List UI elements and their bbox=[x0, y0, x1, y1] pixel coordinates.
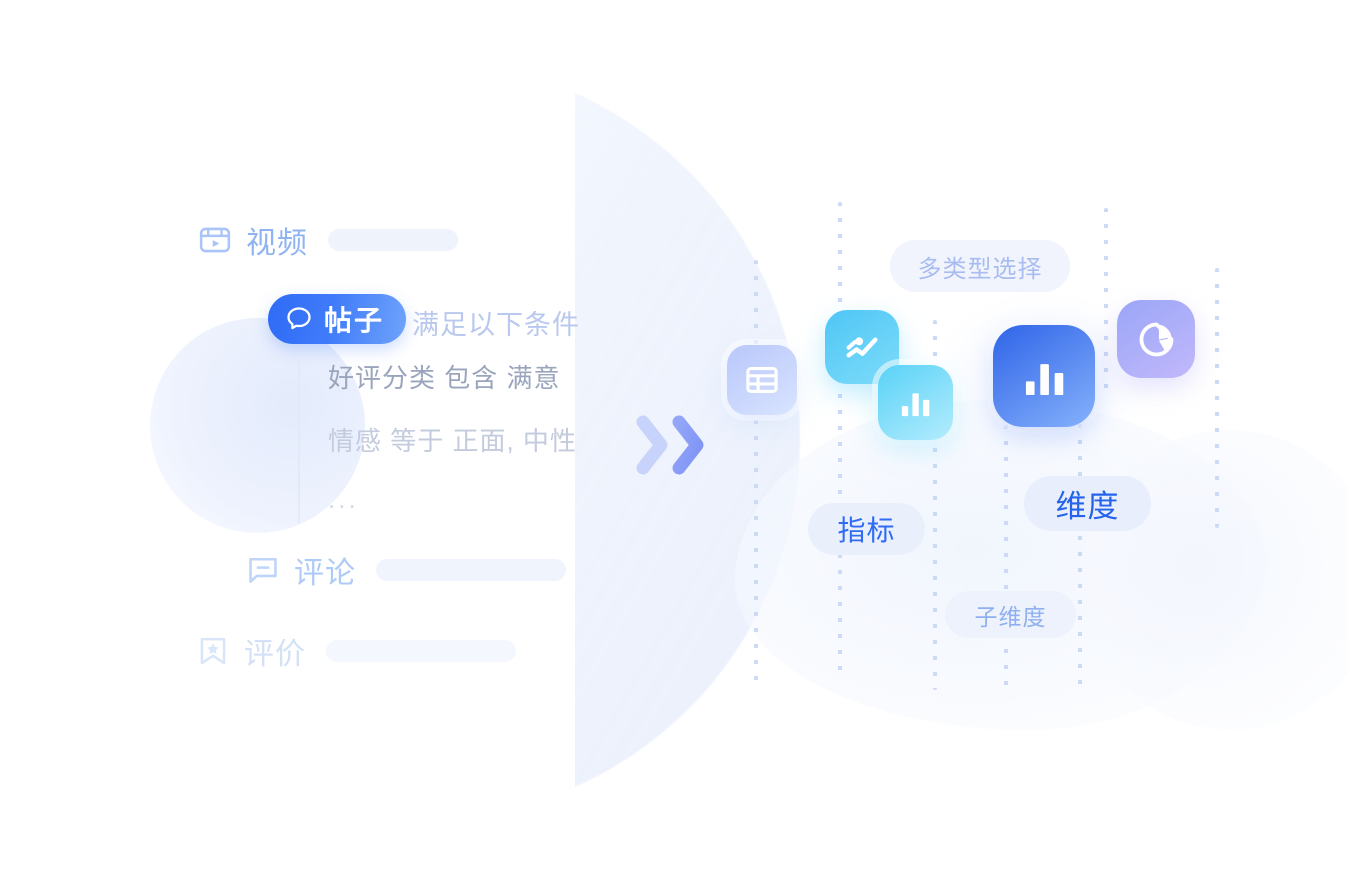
bar-chart-icon bbox=[896, 383, 935, 422]
chart-label-sub-dimension[interactable]: 子维度 bbox=[945, 591, 1076, 638]
chevron-right-icon bbox=[672, 414, 706, 476]
source-row-label: 评论 bbox=[294, 557, 356, 590]
post-type-pill[interactable]: 帖子 bbox=[268, 294, 407, 344]
placeholder-bar bbox=[376, 559, 566, 581]
video-clapper-icon bbox=[198, 223, 232, 257]
dotted-guide-line bbox=[838, 202, 842, 682]
condition-line-ellipsis: ... bbox=[328, 484, 359, 514]
chart-label-text: 维度 bbox=[1055, 489, 1120, 524]
chevron-right-icon bbox=[636, 414, 670, 476]
condition-header: 满足以下条件 bbox=[412, 310, 580, 340]
comment-box-icon bbox=[246, 553, 280, 587]
table-chart-icon bbox=[744, 362, 780, 398]
chart-type-card-bar-small[interactable] bbox=[866, 353, 965, 452]
chart-label-text: 子维度 bbox=[974, 603, 1047, 630]
dotted-guide-line bbox=[1104, 208, 1108, 398]
background-circle-small bbox=[150, 318, 365, 533]
source-row-label: 视频 bbox=[246, 227, 308, 260]
bar-chart-icon bbox=[1018, 350, 1071, 403]
chart-type-card-pie[interactable] bbox=[1105, 288, 1207, 390]
line-chart-icon bbox=[843, 328, 881, 366]
dotted-guide-line bbox=[1078, 408, 1082, 690]
source-row-label: 评价 bbox=[244, 638, 306, 671]
pie-chart-icon bbox=[1136, 319, 1177, 360]
dotted-guide-line bbox=[933, 320, 937, 690]
bookmark-star-icon bbox=[196, 634, 230, 668]
source-row-comment[interactable]: 评论 bbox=[246, 548, 566, 592]
chart-label-dimension[interactable]: 维度 bbox=[1024, 476, 1151, 531]
post-type-label: 帖子 bbox=[324, 305, 385, 336]
chart-type-card-table[interactable] bbox=[715, 333, 809, 427]
dotted-guide-line bbox=[1215, 268, 1219, 528]
chat-bubble-icon bbox=[284, 304, 314, 334]
dotted-guide-line bbox=[754, 260, 758, 690]
chart-label-multi-type[interactable]: 多类型选择 bbox=[890, 240, 1070, 292]
condition-list: 好评分类 包含 满意 情感 等于 正面, 中性 ... bbox=[298, 358, 577, 523]
source-row-video[interactable]: 视频 bbox=[198, 218, 458, 262]
source-row-review[interactable]: 评价 bbox=[196, 629, 516, 673]
condition-line: 好评分类 包含 满意 bbox=[328, 363, 561, 393]
condition-line: 情感 等于 正面, 中性 bbox=[328, 426, 577, 456]
placeholder-bar bbox=[326, 640, 516, 662]
chart-label-text: 多类型选择 bbox=[917, 255, 1043, 283]
placeholder-bar bbox=[328, 229, 458, 251]
flow-arrows bbox=[636, 414, 706, 476]
chart-type-card-bar-large[interactable] bbox=[981, 313, 1107, 439]
dotted-guide-line bbox=[1004, 425, 1008, 690]
chart-label-metric[interactable]: 指标 bbox=[808, 503, 925, 555]
chart-label-text: 指标 bbox=[837, 515, 896, 546]
